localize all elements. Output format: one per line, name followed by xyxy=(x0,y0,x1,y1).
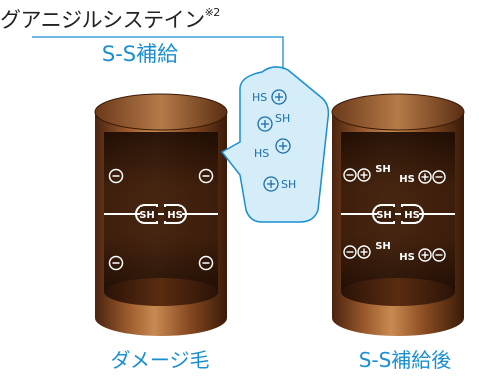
hs-label: HS xyxy=(399,174,415,185)
minus-charge-icon xyxy=(108,255,124,271)
sh-label: SH xyxy=(375,164,391,175)
plus-charge-icon xyxy=(418,248,432,262)
title-footnote-mark: ※2 xyxy=(204,6,221,19)
minus-charge-icon xyxy=(432,248,446,262)
sh-label: SH xyxy=(281,178,296,191)
hs-label: HS xyxy=(252,91,267,104)
page-title: グアニジルシステイン※2 xyxy=(0,2,300,32)
hs-label: HS xyxy=(167,210,183,221)
sh-label: SH xyxy=(275,112,290,125)
minus-charge-icon xyxy=(432,170,446,184)
minus-charge-icon xyxy=(198,168,214,184)
hs-label: HS xyxy=(254,147,269,160)
title-text: グアニジルシステイン xyxy=(0,8,205,32)
damaged-hair-caption: ダメージ毛 xyxy=(110,348,210,372)
plus-charge-icon xyxy=(418,170,432,184)
plus-charge-icon xyxy=(357,168,371,182)
damaged-hair-cylinder: SH HS xyxy=(94,93,228,336)
supply-callout-bubble: HS SH HS SH xyxy=(221,66,330,223)
sh-label: SH xyxy=(139,210,155,221)
hs-label: HS xyxy=(404,210,420,221)
sh-label: SH xyxy=(375,241,391,252)
minus-charge-icon xyxy=(343,168,357,182)
plus-charge-icon xyxy=(275,138,291,154)
plus-charge-icon xyxy=(263,176,279,192)
hs-label: HS xyxy=(399,252,415,263)
sh-label: SH xyxy=(376,210,392,221)
callout-label: S-S補給 xyxy=(101,42,179,66)
plus-charge-icon xyxy=(357,245,371,259)
minus-charge-icon xyxy=(343,245,357,259)
after-supply-caption: S-S補給後 xyxy=(358,348,452,372)
minus-charge-icon xyxy=(198,255,214,271)
plus-charge-icon xyxy=(271,89,287,105)
plus-charge-icon xyxy=(257,116,273,132)
replenished-hair-cylinder: SH HS SH HS SH HS xyxy=(331,93,465,336)
minus-charge-icon xyxy=(108,168,124,184)
